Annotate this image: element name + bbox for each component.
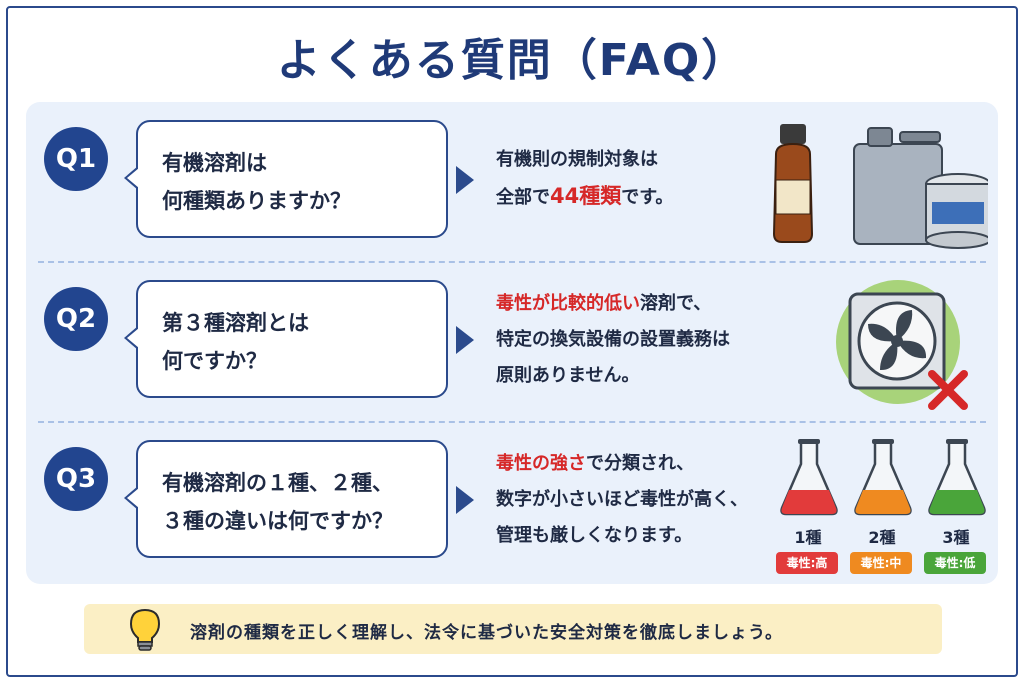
q2-answer-highlight: 毒性が比較的低い [496,293,640,314]
q3-answer: 毒性の強さで分類され、 数字が小さいほど毒性が高く、 管理も厳しくなります。 [496,446,786,554]
q3-question-bubble: 有機溶剤の１種、２種、 ３種の違いは何ですか？ [124,440,448,558]
q1-answer-highlight: 44種類 [550,184,622,208]
q1-question-bubble: 有機溶剤は 何種類ありますか？ [124,120,448,238]
q2-answer: 毒性が比較的低い溶剤で、 特定の換気設備の設置義務は 原則ありません。 [496,286,806,394]
lightbulb-icon [129,608,161,651]
q2-answer-line2: 特定の換気設備の設置義務は [496,329,730,350]
q2-badge: Q2 [44,287,108,351]
level-3-label: 3種 [942,528,970,547]
tip-bar: 溶剤の種類を正しく理解し、法令に基づいた安全対策を徹底しましょう。 [84,604,942,654]
q2-arrow-icon [456,326,474,354]
flask-mid-icon [854,439,912,516]
q1-answer: 有機則の規制対象は 全部で44種類です。 [496,142,796,216]
q2-question-line2: 何ですか？ [162,349,267,373]
row-divider [38,421,986,423]
level-2-label: 2種 [868,528,896,547]
q1-answer-line1: 有機則の規制対象は [496,149,658,170]
q3-question-line1: 有機溶剤の１種、２種、 [162,471,393,495]
q1-answer-post: です。 [621,187,674,208]
page-frame [6,6,1018,677]
q2-question-bubble: 第３種溶剤とは 何ですか？ [124,280,448,398]
q3-answer-highlight: 毒性の強さ [496,453,586,474]
solvent-containers-icon [772,124,988,249]
flask-high-icon [780,439,838,516]
toxicity-high-tag: 毒性:高 [776,552,838,574]
q3-question-line2: ３種の違いは何ですか？ [162,509,393,533]
q2-answer-line3: 原則ありません。 [496,365,640,386]
level-1-label: 1種 [794,528,822,547]
q3-answer-line2: 数字が小さいほど毒性が高く、 [496,489,748,510]
row-divider [38,261,986,263]
q2-answer-post: 溶剤で、 [640,293,712,314]
q3-badge: Q3 [44,447,108,511]
q1-badge: Q1 [44,127,108,191]
q3-answer-line3: 管理も厳しくなります。 [496,525,693,546]
faq-panel: Q1 有機溶剤は 何種類ありますか？ 有機則の規制対象は 全部で44種類です。 [26,102,998,584]
tip-text: 溶剤の種類を正しく理解し、法令に基づいた安全対策を徹底しましょう。 [190,623,783,643]
q3-answer-post: で分類され、 [586,453,695,474]
no-ventilation-fan-icon [836,280,968,410]
flask-low-icon [928,439,986,516]
toxicity-low-tag: 毒性:低 [924,552,986,574]
faq-item-q1: Q1 有機溶剤は 何種類ありますか？ 有機則の規制対象は 全部で44種類です。 [26,102,998,262]
q2-question-line1: 第３種溶剤とは [162,311,309,335]
q1-question-line1: 有機溶剤は [162,151,267,175]
faq-item-q3: Q3 有機溶剤の１種、２種、 ３種の違いは何ですか？ 毒性の強さで分類され、 数… [26,422,998,582]
faq-item-q2: Q2 第３種溶剤とは 何ですか？ 毒性が比較的低い溶剤で、 特定の換気設備の設置… [26,262,998,422]
q3-arrow-icon [456,486,474,514]
toxicity-mid-tag: 毒性:中 [850,552,912,574]
q1-arrow-icon [456,166,474,194]
page-title: よくある質問（FAQ） [276,35,748,86]
q1-answer-pre: 全部で [496,187,550,208]
q1-question-line2: 何種類ありますか？ [162,189,351,213]
